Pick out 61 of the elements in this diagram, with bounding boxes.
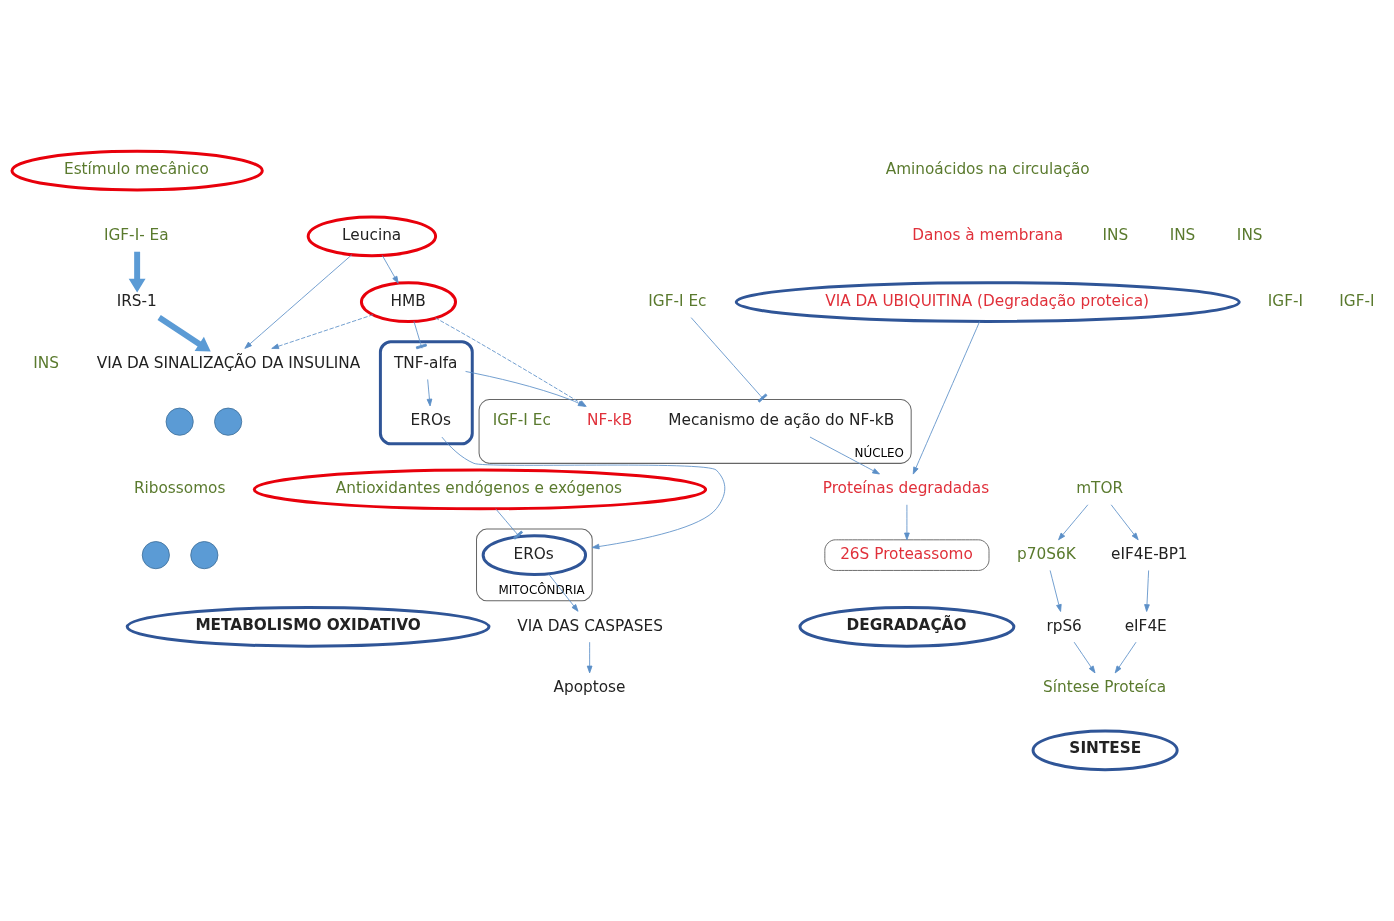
node-text: VIA DAS CASPASES [517, 616, 663, 635]
connector [495, 508, 524, 540]
node-text: EROs [410, 411, 451, 430]
node-text: Síntese Proteíca [1043, 678, 1167, 697]
arrow [1114, 641, 1137, 674]
arrow [912, 320, 981, 475]
node-ellipse: SINTESE [1031, 729, 1179, 772]
arrow [426, 379, 433, 407]
label: INS [33, 353, 59, 372]
label: INS [1102, 226, 1129, 245]
label: IGF-I [1267, 291, 1304, 310]
node-circle [214, 407, 243, 436]
label: Aminoácidos na circulação [885, 160, 1090, 179]
label: INS [1236, 226, 1263, 245]
arrow [157, 315, 211, 352]
node-text: rpS6 [1046, 616, 1082, 635]
node-ellipse: METABOLISMO OXIDATIVO [125, 605, 491, 648]
node-circle [165, 407, 194, 436]
arrow [809, 436, 880, 475]
node-ellipse: HMB [359, 281, 457, 323]
arrow [271, 314, 374, 349]
node-ellipse: DEGRADAÇÃO [798, 605, 1016, 648]
arrow [128, 251, 146, 293]
node-text: IGF-I Ec [492, 411, 551, 430]
arrow [244, 254, 353, 349]
node-text: eIF4E [1124, 616, 1167, 635]
node-text: IRS-1 [116, 291, 157, 310]
arrow [1110, 504, 1139, 541]
arrow [1073, 641, 1096, 674]
arrow [1058, 504, 1089, 541]
node-ellipse: Leucina [306, 215, 438, 258]
node-text: NF-kB [587, 411, 633, 430]
label: Ribossomos [133, 479, 226, 498]
node-text: Proteínas degradadas [822, 479, 990, 498]
arrow [1144, 570, 1150, 612]
arrow [441, 436, 726, 550]
node-ellipse: Estímulo mecânico [10, 149, 264, 192]
node-ellipse: VIA DA UBIQUITINA (Degradação proteica) [734, 281, 1241, 323]
node-text: TNF-alfa [394, 353, 458, 372]
node-text: p70S6K [1017, 544, 1076, 563]
node-ellipse: Antioxidantes endógenos e exógenos [252, 468, 708, 511]
arrow [381, 254, 399, 284]
node-box: 26S Proteassomo [824, 539, 990, 571]
connector [413, 320, 427, 350]
node-text: mTOR [1076, 479, 1124, 498]
node-circle [190, 541, 219, 570]
connector [690, 317, 768, 403]
node-circle [141, 541, 170, 570]
arrow [1049, 570, 1062, 612]
node-text: eIF4E-BP1 [1111, 544, 1188, 563]
node-text: IGF-I- Ea [103, 226, 169, 245]
node-text: IGF-I Ec [648, 291, 707, 310]
node-text: VIA DA SINALIZAÇÃO DA INSULINA [96, 353, 361, 372]
label: IGF-I [1339, 291, 1375, 310]
label: INS [1169, 226, 1196, 245]
label: Danos à membrana [912, 226, 1064, 245]
arrow [548, 573, 579, 612]
arrow [904, 504, 910, 541]
arrow [586, 641, 593, 674]
node-text: Mecanismo de ação do NF-kB [668, 411, 895, 430]
node-text: Apoptose [553, 678, 626, 697]
